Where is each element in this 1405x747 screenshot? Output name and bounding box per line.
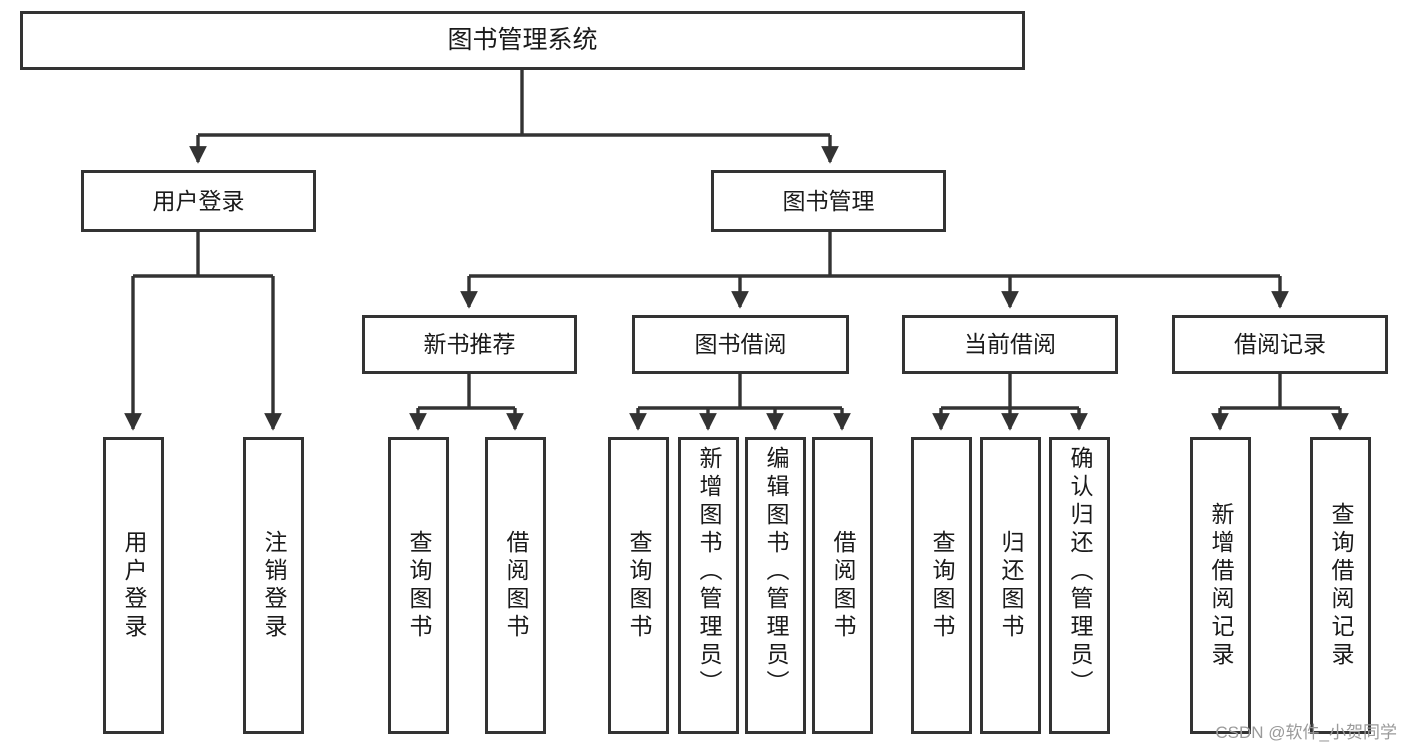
node-leaf-edit-book-admin[interactable]: 编辑图书（管理员） [745,437,806,734]
node-leaf-add-book-admin[interactable]: 新增图书（管理员） [678,437,739,734]
node-label: 图书管理系统 [447,26,598,55]
node-new-book-recommend[interactable]: 新书推荐 [362,315,577,374]
node-leaf-search-borrow-record[interactable]: 查询借阅记录 [1310,437,1371,734]
node-label: 图书管理 [782,187,875,214]
node-label: 归还图书 [998,529,1024,642]
node-user-login[interactable]: 用户登录 [81,170,316,232]
node-label: 查询图书 [929,529,955,642]
node-leaf-user-login[interactable]: 用户登录 [103,437,164,734]
node-current-borrow[interactable]: 当前借阅 [902,315,1118,374]
node-label: 图书借阅 [694,331,787,358]
node-label: 用户登录 [152,187,245,214]
node-label: 编辑图书（管理员） [763,446,789,698]
node-label: 确认归还（管理员） [1067,446,1093,698]
node-label: 借阅记录 [1234,331,1326,358]
node-label: 借阅图书 [830,529,856,642]
node-leaf-search-book-current[interactable]: 查询图书 [911,437,972,734]
node-label: 注销登录 [261,529,287,642]
watermark-text: CSDN @软件_小贺同学 [1215,723,1397,742]
node-label: 查询图书 [406,529,432,642]
node-leaf-borrow-book-recommend[interactable]: 借阅图书 [485,437,546,734]
node-label: 借阅图书 [503,529,529,642]
node-label: 查询图书 [626,529,652,642]
node-leaf-confirm-return-admin[interactable]: 确认归还（管理员） [1049,437,1110,734]
node-label: 新书推荐 [423,331,516,358]
node-leaf-add-borrow-record[interactable]: 新增借阅记录 [1190,437,1251,734]
node-label: 用户登录 [121,529,147,642]
node-label: 新增借阅记录 [1208,501,1234,670]
node-leaf-search-book[interactable]: 查询图书 [608,437,669,734]
node-book-management[interactable]: 图书管理 [711,170,946,232]
node-label: 新增图书（管理员） [696,446,722,698]
node-leaf-borrow-book[interactable]: 借阅图书 [812,437,873,734]
node-book-management-system[interactable]: 图书管理系统 [20,11,1025,70]
node-leaf-return-book[interactable]: 归还图书 [980,437,1041,734]
node-leaf-user-logout[interactable]: 注销登录 [243,437,304,734]
node-borrow-record[interactable]: 借阅记录 [1172,315,1388,374]
node-label: 当前借阅 [964,331,1056,358]
node-label: 查询借阅记录 [1328,501,1354,670]
node-leaf-search-book-recommend[interactable]: 查询图书 [388,437,449,734]
node-book-borrow[interactable]: 图书借阅 [632,315,849,374]
